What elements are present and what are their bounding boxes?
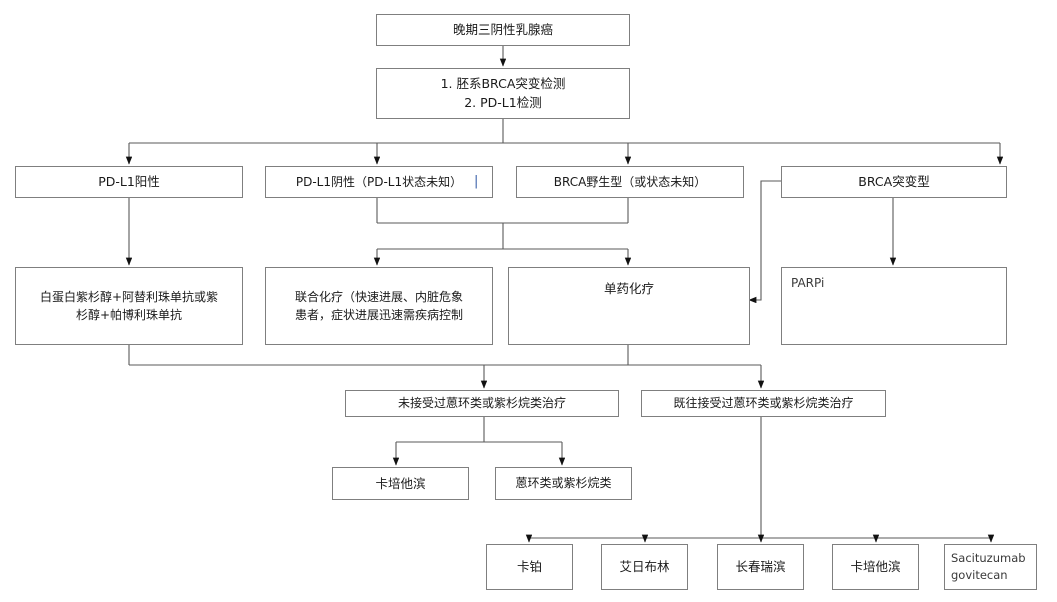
node-capecitabine-naive-arm[interactable]: 卡培他滨 (332, 467, 469, 500)
node-combination-chemotherapy[interactable]: 联合化疗（快速进展、内脏危象 患者，症状进展迅速需疾病控制 (265, 267, 493, 345)
node-vinorelbine[interactable]: 长春瑞滨 (717, 544, 804, 590)
node-brca-mutant[interactable]: BRCA突变型 (781, 166, 1007, 198)
node-sacituzumab-govitecan[interactable]: Sacituzumab govitecan (944, 544, 1037, 590)
node-testing[interactable]: 1. 胚系BRCA突变检测 2. PD-L1检测 (376, 68, 630, 119)
stray-text-cursor: | (474, 174, 479, 189)
node-pdl1-positive[interactable]: PD-L1阳性 (15, 166, 243, 198)
node-advanced-tnbc[interactable]: 晚期三阴性乳腺癌 (376, 14, 630, 46)
node-anthracycline-or-taxane[interactable]: 蒽环类或紫杉烷类 (495, 467, 632, 500)
node-carboplatin[interactable]: 卡铂 (486, 544, 573, 590)
edge-brcamut-to-single-chemo (748, 180, 781, 304)
node-anthracycline-taxane-naive[interactable]: 未接受过蒽环类或紫杉烷类治疗 (345, 390, 619, 417)
node-eribulin[interactable]: 艾日布林 (601, 544, 688, 590)
node-brca-wildtype[interactable]: BRCA野生型（或状态未知） (516, 166, 744, 198)
node-single-agent-chemotherapy[interactable]: 单药化疗 (508, 267, 750, 345)
node-parpi[interactable]: PARPi (781, 267, 1007, 345)
node-anthracycline-taxane-pretreated[interactable]: 既往接受过蒽环类或紫杉烷类治疗 (641, 390, 886, 417)
node-pdl1-negative[interactable]: PD-L1阴性（PD-L1状态未知） (265, 166, 493, 198)
node-capecitabine-pretreated-arm[interactable]: 卡培他滨 (832, 544, 919, 590)
node-nab-paclitaxel-regimen[interactable]: 白蛋白紫杉醇+阿替利珠单抗或紫 杉醇+帕博利珠单抗 (15, 267, 243, 345)
